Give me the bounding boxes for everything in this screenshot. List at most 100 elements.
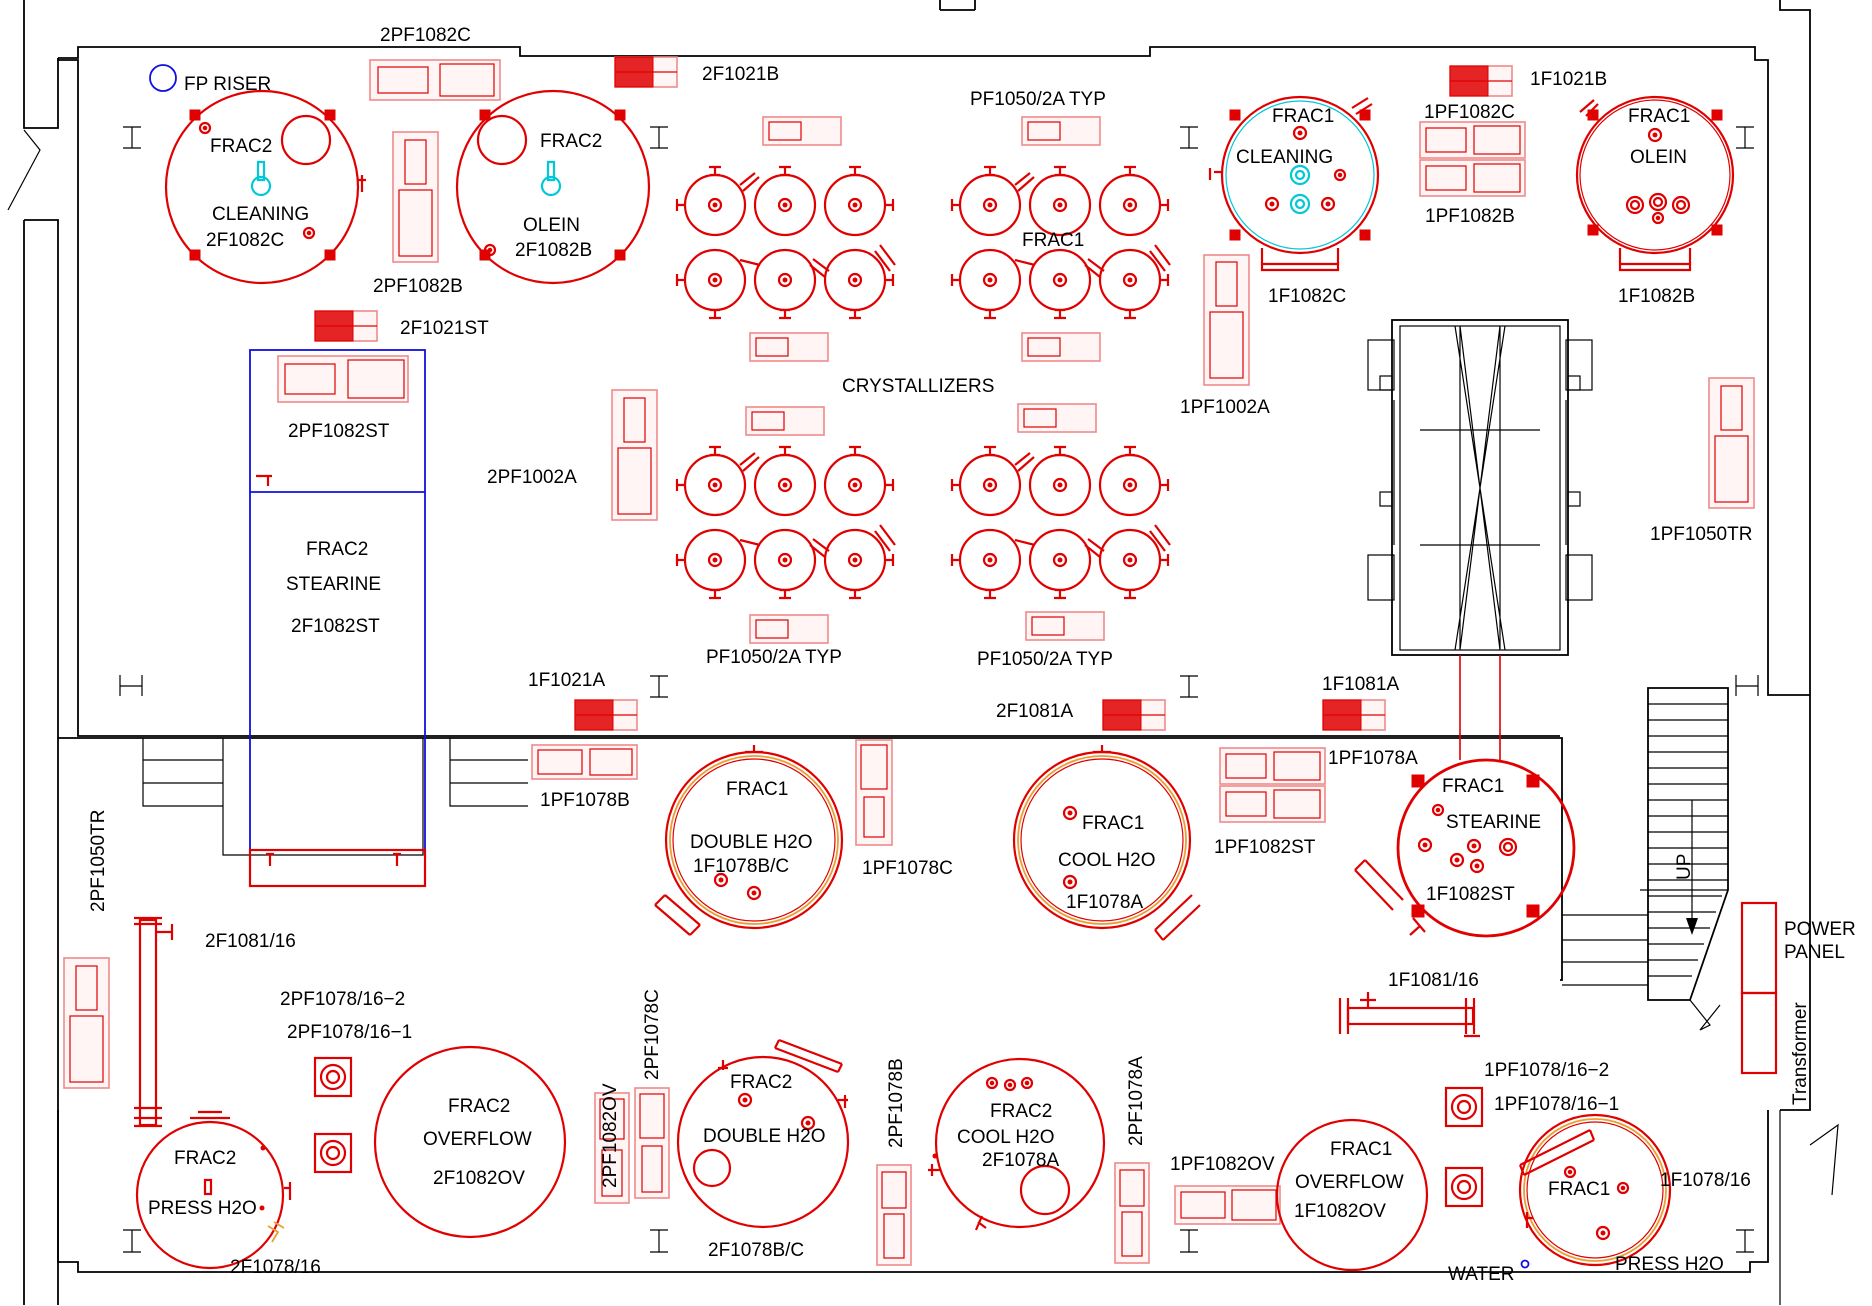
tank-service: STEARINE	[286, 574, 381, 595]
tank-tag: 1F1082OV	[1294, 1201, 1386, 1222]
fp-riser-icon	[149, 64, 177, 92]
tank-tag: 2F1082B	[515, 240, 592, 261]
crystallizer-pump	[1021, 116, 1101, 146]
pump-2pf1078c	[634, 1087, 670, 1199]
tank-name: FRAC2	[210, 136, 272, 157]
pump-2pf1050tr	[63, 957, 110, 1089]
tank-frac1-overflow: FRAC1 OVERFLOW 1F1082OV	[1275, 1118, 1429, 1272]
tank-name: FRAC1	[1272, 106, 1334, 127]
tank-service: DOUBLE H2O	[690, 832, 812, 853]
tank-frac2-cool-h2o: FRAC2 COOL H2O 2F1078A	[928, 1057, 1106, 1231]
crystallizer-vessel	[675, 528, 747, 600]
tag-label: 2PF1082B	[373, 276, 463, 297]
crystallizer-piping	[1014, 452, 1171, 558]
tank-tag: 1F1082ST	[1426, 884, 1515, 905]
tank-service: OLEIN	[523, 215, 580, 236]
tank-name: FRAC1	[1330, 1139, 1392, 1160]
tank-service: STEARINE	[1446, 812, 1541, 833]
crystallizer-vessel	[753, 445, 817, 517]
crystallizer-group-bottom-right	[950, 445, 1171, 600]
crystallizer-typ-label: PF1050/2A TYP	[706, 647, 842, 668]
crystallizer-vessel	[753, 248, 817, 320]
tag-label: 2PF1050TR	[88, 810, 109, 912]
crystallizer-vessel	[1028, 445, 1092, 517]
tag-label: 1F1021A	[528, 670, 605, 691]
tank-tag: 2F1082C	[206, 230, 284, 251]
tank-frac2-press-h2o: FRAC2 PRESS H2O 2F1078/16	[135, 1110, 321, 1278]
tank-name: FRAC2	[174, 1148, 236, 1169]
booster-2pf1078-16-1	[313, 1132, 353, 1174]
tank-name: FRAC2	[990, 1101, 1052, 1122]
transformer-label: Transformer	[1790, 1002, 1811, 1105]
tag-label: 2F1081/16	[205, 931, 296, 952]
pump-2pf1082st	[277, 355, 409, 403]
crystallizer-vessel	[950, 165, 1022, 237]
filter-2f1021st	[314, 310, 378, 342]
crystallizer-vessel	[823, 528, 895, 600]
building-walls	[7, 0, 1839, 1305]
tank-name: FRAC1	[1082, 813, 1144, 834]
crystallizer-piping	[1014, 172, 1171, 278]
crystallizer-vessel	[950, 445, 1022, 517]
crystallizer-typ-label: PF1050/2A TYP	[977, 649, 1113, 670]
tank-service: CLEANING	[1236, 147, 1333, 168]
equipment-tags: 2PF1082C 2F1021B 1F1021B 1PF1082C 1PF108…	[88, 25, 1752, 1188]
crystallizer-frac1-label: FRAC1	[1022, 230, 1084, 251]
power-panel-label-1: POWER	[1784, 919, 1856, 940]
booster-2pf1078-16-2	[313, 1056, 353, 1098]
crystallizer-group-top-right	[950, 165, 1171, 320]
pump-2pf1078b	[876, 1164, 912, 1266]
tank-service: COOL H2O	[957, 1127, 1055, 1148]
crystallizer-pump	[1025, 611, 1105, 641]
tag-label: 1F1021B	[1530, 69, 1607, 90]
tank-service: DOUBLE H2O	[703, 1126, 825, 1147]
filter-press	[1367, 319, 1593, 760]
tank-frac2-double-h2o: FRAC2 DOUBLE H2O 2F1078B/C	[676, 1038, 850, 1261]
crystallizer-group-bottom-left	[675, 445, 896, 600]
tag-label: 1PF1078/16−1	[1494, 1094, 1619, 1115]
pump-1pf1082c	[1419, 121, 1526, 159]
booster-1pf1078-16-1	[1444, 1166, 1484, 1208]
crystallizer-vessel	[950, 248, 1022, 320]
tag-label: 1PF1082ST	[1214, 837, 1316, 858]
tank-name: FRAC2	[730, 1072, 792, 1093]
tank-tag: 1F1082C	[1268, 286, 1346, 307]
water-label: WATER	[1448, 1264, 1515, 1285]
tag-label: 1PF1078A	[1328, 748, 1418, 769]
tank-tag: 2F1078/16	[230, 1257, 321, 1278]
tank-name: FRAC1	[1628, 106, 1690, 127]
tank-tag: 2F1078B/C	[708, 1240, 804, 1261]
pump-2pf1082c	[369, 59, 501, 101]
crystallizers-label: CRYSTALLIZERS	[842, 376, 994, 397]
tank-frac1-cleaning: FRAC1 CLEANING 1F1082C	[1208, 95, 1380, 307]
pump-1pf1078c	[855, 739, 893, 846]
tag-label: 1PF1082OV	[1170, 1154, 1275, 1175]
tank-frac1-stearine: FRAC1 STEARINE 1F1082ST	[1354, 758, 1576, 938]
pump-1pf1078b	[531, 744, 638, 780]
tag-label: 1PF1078B	[540, 790, 630, 811]
pump-1pf1002a	[1203, 254, 1250, 386]
crystallizer-pump	[762, 116, 842, 146]
crystallizer-piping	[739, 172, 896, 278]
tank-name: FRAC1	[1548, 1179, 1610, 1200]
tank-tag: 2F1082OV	[433, 1168, 525, 1189]
tag-label: 2PF1078B	[886, 1058, 907, 1148]
crystallizer-vessel	[1098, 248, 1170, 320]
tag-label: 2PF1078A	[1126, 1056, 1147, 1146]
tag-label: 1PF1078/16−2	[1484, 1060, 1609, 1081]
tank-name: FRAC2	[448, 1096, 510, 1117]
tag-label: 1F1081A	[1322, 674, 1399, 695]
stair: UP	[1562, 687, 1729, 1031]
tag-label: 2F1081A	[996, 701, 1073, 722]
crystallizer-pump	[749, 332, 829, 362]
tank-name: FRAC2	[306, 539, 368, 560]
crystallizer-vessel	[823, 445, 895, 517]
crystallizer-vessel	[675, 248, 747, 320]
tank-frac2-olein: FRAC2 OLEIN 2F1082B	[455, 89, 651, 285]
crystallizer-vessel	[675, 165, 747, 237]
crystallizer-vessel	[1098, 165, 1170, 237]
crystallizer-typ-label: PF1050/2A TYP	[970, 89, 1106, 110]
tag-label: 1PF1082B	[1425, 206, 1515, 227]
crystallizer-vessel	[1028, 165, 1092, 237]
